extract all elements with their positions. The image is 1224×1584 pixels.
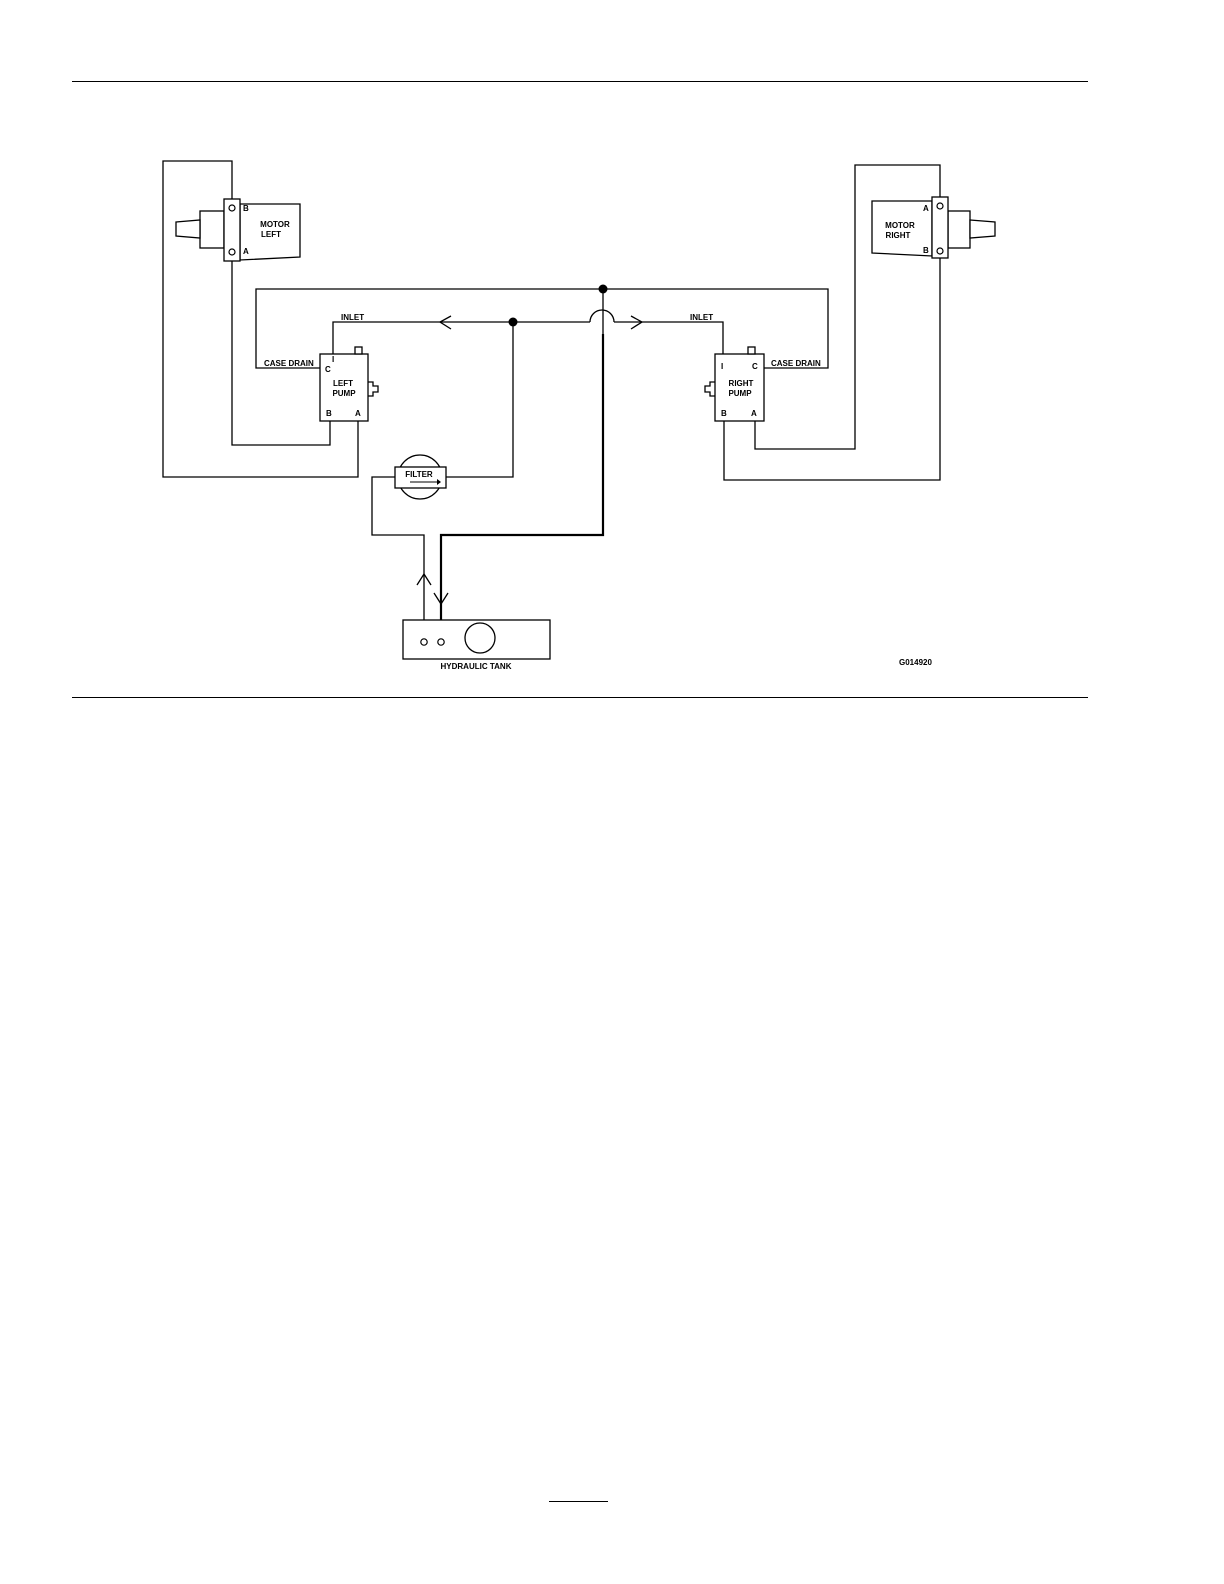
motor-right-port-a-label: A [923, 204, 929, 213]
line-inlet-crossover [590, 310, 614, 322]
right-pump-shaft [705, 382, 715, 396]
left-pump-label-1: LEFT [333, 379, 353, 388]
left-pump-port-b: B [326, 409, 332, 418]
motor-left-label-1: MOTOR [260, 220, 290, 229]
motor-right-shaft [970, 220, 995, 238]
inlet-label-left: INLET [341, 313, 364, 322]
filter: FILTER [395, 455, 446, 499]
hydraulic-tank: HYDRAULIC TANK [403, 620, 550, 671]
line-inlet-right [614, 322, 723, 354]
motor-left-port-a [229, 249, 235, 255]
case-drain-label-right: CASE DRAIN [771, 359, 821, 368]
motor-left: B A MOTOR LEFT [176, 199, 300, 261]
left-pump-port-i: I [332, 355, 334, 364]
junction-dot-case-drain [599, 285, 608, 294]
motor-right-port-b [937, 248, 943, 254]
motor-left-port-a-label: A [243, 247, 249, 256]
right-pump-port-b: B [721, 409, 727, 418]
motor-right-label-1: MOTOR [885, 221, 915, 230]
left-pump-top-nub [355, 347, 362, 354]
motor-left-port-b-label: B [243, 204, 249, 213]
line-filter-to-tank [372, 477, 424, 638]
motor-right-port-b-label: B [923, 246, 929, 255]
motor-right: A B MOTOR RIGHT [872, 197, 995, 258]
left-pump: I C LEFT PUMP B A [320, 347, 378, 421]
right-pump-port-a: A [751, 409, 757, 418]
hydraulic-tank-sight-glass [465, 623, 495, 653]
motor-left-port-b [229, 205, 235, 211]
line-inlet-left [333, 322, 590, 354]
line-drain-return-to-tank [441, 334, 603, 638]
left-pump-port-c: C [325, 365, 331, 374]
case-drain-label-left: CASE DRAIN [264, 359, 314, 368]
right-pump-label-2: PUMP [728, 389, 752, 398]
line-junction-to-filter [446, 322, 513, 477]
junction-dot-inlet [509, 318, 518, 327]
figure-id-label: G014920 [899, 658, 932, 667]
inlet-label-right: INLET [690, 313, 713, 322]
hydraulic-tank-label: HYDRAULIC TANK [441, 662, 512, 671]
motor-left-shaft [176, 220, 200, 238]
right-pump-port-i: I [721, 362, 723, 371]
motor-left-label-2: LEFT [261, 230, 281, 239]
hydraulic-tank-suction-port [421, 639, 427, 645]
left-pump-port-a: A [355, 409, 361, 418]
line-left-motor-a-to-pump-b [232, 254, 330, 445]
right-pump: I C RIGHT PUMP B A [705, 347, 764, 421]
right-pump-top-nub [748, 347, 755, 354]
motor-left-flange [200, 211, 224, 248]
right-pump-port-c: C [752, 362, 758, 371]
motor-right-label-2: RIGHT [886, 231, 911, 240]
left-pump-shaft [368, 382, 378, 396]
left-pump-label-2: PUMP [332, 389, 356, 398]
motor-right-flange [948, 211, 970, 248]
hydraulic-tank-return-port [438, 639, 444, 645]
motor-right-port-a [937, 203, 943, 209]
filter-label: FILTER [405, 470, 433, 479]
right-pump-label-1: RIGHT [729, 379, 754, 388]
